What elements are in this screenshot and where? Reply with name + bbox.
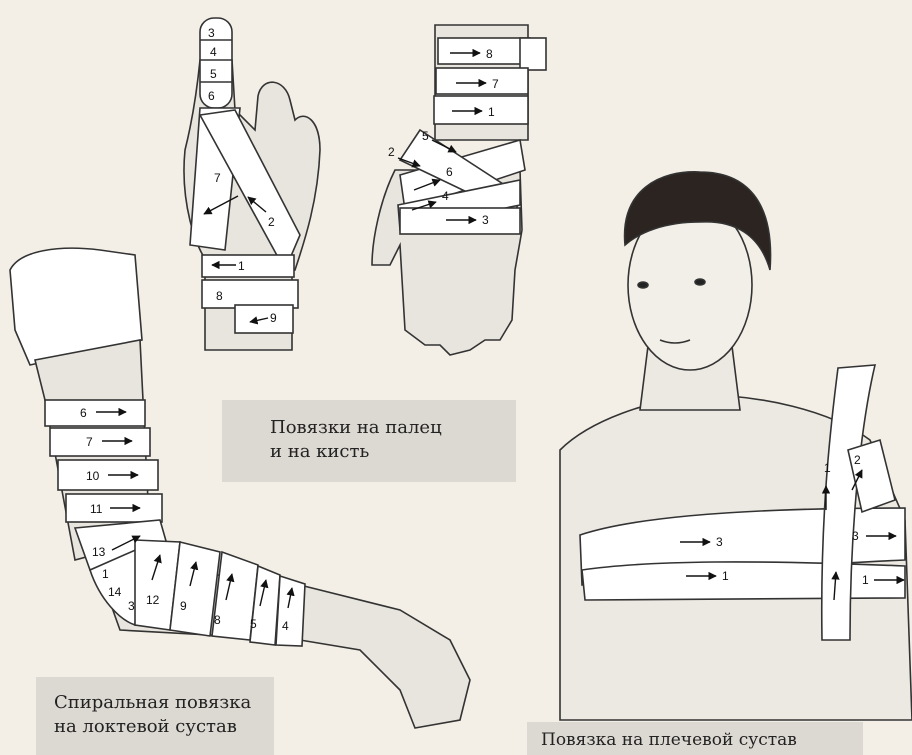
caption-elbow-line2: на локтевой сустав xyxy=(54,715,256,739)
elbow-turn-5: 5 xyxy=(250,617,257,631)
caption-elbow-line1: Спиральная повязка xyxy=(54,691,256,715)
elbow-turn-12: 12 xyxy=(146,593,160,607)
elbow-turn-11: 11 xyxy=(90,502,103,516)
elbow-figure-band-6 xyxy=(45,400,145,426)
caption-hand-line1: Повязки на палец xyxy=(270,416,498,440)
finger-figure-finger xyxy=(200,18,232,108)
finger-turn-6: 6 xyxy=(208,89,215,103)
shoulder-turn-1-arm: 1 xyxy=(862,573,869,587)
elbow-turn-4: 4 xyxy=(282,619,289,633)
elbow-figure-band-4 xyxy=(276,576,305,646)
hand-turn-1: 1 xyxy=(488,105,495,119)
finger-turn-1: 1 xyxy=(238,259,245,273)
caption-elbow-bandage: Спиральная повязка на локтевой сустав xyxy=(36,677,274,755)
hand-turn-7: 7 xyxy=(492,77,499,91)
hand-turn-3: 3 xyxy=(482,213,489,227)
elbow-turn-1: 1 xyxy=(102,567,109,581)
hand-figure-band-7 xyxy=(436,68,528,94)
caption-shoulder-bandage: Повязка на плечевой сустав xyxy=(527,722,863,755)
shoulder-bandage-figure xyxy=(560,172,912,720)
hand-turn-8: 8 xyxy=(486,47,493,61)
finger-turn-3: 3 xyxy=(208,26,215,40)
elbow-turn-7: 7 xyxy=(86,435,93,449)
elbow-turn-6: 6 xyxy=(80,406,87,420)
shoulder-turn-1-chest: 1 xyxy=(722,569,729,583)
finger-turn-5: 5 xyxy=(210,67,217,81)
finger-figure-band-1 xyxy=(202,255,294,277)
hand-bandage-figure xyxy=(372,25,546,355)
finger-turn-9: 9 xyxy=(270,311,277,325)
elbow-turn-13: 13 xyxy=(92,545,106,559)
elbow-figure-band-7 xyxy=(50,428,150,456)
hand-turn-2: 2 xyxy=(388,145,395,159)
elbow-turn-3: 3 xyxy=(128,599,135,613)
hand-turn-5: 5 xyxy=(422,129,429,143)
shoulder-turn-1-vertical: 1 xyxy=(824,461,831,475)
shoulder-turn-2: 2 xyxy=(854,453,861,467)
finger-turn-4: 4 xyxy=(210,45,217,59)
caption-hand-bandages: Повязки на палец и на кисть xyxy=(222,400,516,482)
shoulder-turn-3-arm: 3 xyxy=(852,529,859,543)
elbow-turn-10: 10 xyxy=(86,469,100,483)
shoulder-turn-3-chest: 3 xyxy=(716,535,723,549)
elbow-turn-14: 14 xyxy=(108,585,122,599)
caption-hand-line2: и на кисть xyxy=(270,440,498,464)
hand-figure-band-8 xyxy=(438,38,530,64)
shoulder-figure-band-1 xyxy=(582,562,905,600)
finger-bandage-figure xyxy=(184,18,320,350)
elbow-turn-8: 8 xyxy=(214,613,221,627)
hand-figure-band-3 xyxy=(400,208,520,234)
finger-turn-2: 2 xyxy=(268,215,275,229)
finger-turn-8: 8 xyxy=(216,289,223,303)
hand-figure-band-1 xyxy=(434,96,528,124)
hand-turn-4: 4 xyxy=(442,189,449,203)
hand-figure-tail xyxy=(520,38,546,70)
elbow-turn-9: 9 xyxy=(180,599,187,613)
hand-turn-6: 6 xyxy=(446,165,453,179)
finger-turn-7: 7 xyxy=(214,171,221,185)
caption-shoulder-line1: Повязка на плечевой сустав xyxy=(541,728,849,752)
